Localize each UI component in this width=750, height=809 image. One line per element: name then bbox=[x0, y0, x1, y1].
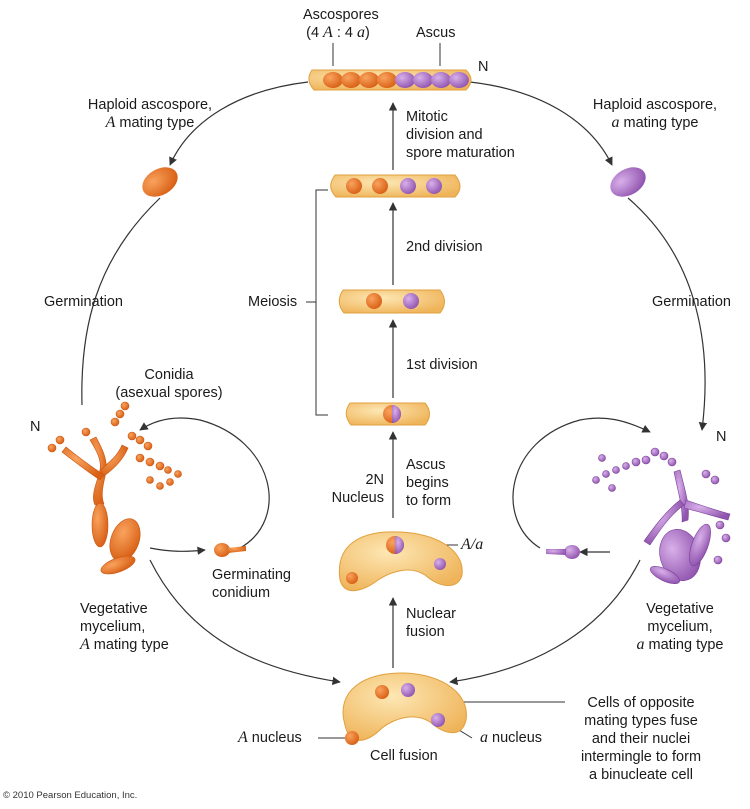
ascospore-A bbox=[323, 72, 343, 88]
cell-fusion-label: Cell fusion bbox=[370, 748, 438, 764]
a-nucleus-label: a nucleus bbox=[480, 729, 543, 746]
vegetative-mycelium-A-label: Vegetative mycelium, A mating type bbox=[80, 601, 169, 653]
meiosis-label: Meiosis bbox=[248, 294, 298, 310]
haploid-ascospore-A-label: Haploid ascospore, A mating type bbox=[87, 97, 213, 131]
first-division-label: 1st division bbox=[406, 357, 478, 373]
ascospore-A bbox=[359, 72, 379, 88]
haploid-ascospore-a bbox=[610, 167, 646, 197]
germination-left-label: Germination bbox=[44, 294, 123, 310]
meiosis-bracket bbox=[306, 189, 328, 416]
ascospore-a bbox=[395, 72, 415, 88]
ascus-four-nuclei bbox=[330, 174, 461, 198]
mycelium-A bbox=[47, 401, 182, 575]
vegetative-mycelium-a-label: Vegetative mycelium, a mating type bbox=[636, 601, 724, 653]
second-division-label: 2nd division bbox=[406, 239, 483, 255]
haploid-ascospore-A bbox=[142, 167, 178, 197]
nuclear-fusion-label: Nuclear fusion bbox=[406, 606, 456, 640]
germinating-conidium-a-shape bbox=[546, 545, 580, 559]
ascus-begins-label: Ascus begins to form bbox=[406, 457, 452, 509]
germinating-conidium-shape bbox=[214, 543, 246, 557]
A-nucleus-label: A nucleus bbox=[238, 729, 302, 746]
germination-right-label: Germination bbox=[652, 294, 731, 310]
ascus-two-nuclei bbox=[338, 289, 445, 314]
diploid-cell bbox=[338, 531, 463, 592]
ascospore-A bbox=[377, 72, 397, 88]
young-ascus bbox=[345, 402, 430, 426]
ascospores-label: Ascospores (4 A : 4 a) bbox=[303, 7, 379, 41]
conidia-label: Conidia (asexual spores) bbox=[115, 367, 223, 401]
mycelium-a bbox=[592, 447, 731, 584]
ploidy-n-left: N bbox=[30, 419, 41, 435]
leader-lines bbox=[318, 43, 565, 739]
ascospore-a bbox=[431, 72, 451, 88]
Aa-label: A/a bbox=[461, 536, 484, 553]
binucleate-cell bbox=[342, 672, 467, 745]
mitotic-division-label: Mitotic division and spore maturation bbox=[406, 109, 515, 161]
cells-opposite-label: Cells of opposite mating types fuse and … bbox=[580, 695, 702, 783]
ascospore-A bbox=[341, 72, 361, 88]
mature-ascus bbox=[308, 69, 472, 91]
ascospore-a bbox=[449, 72, 469, 88]
ploidy-n-top: N bbox=[478, 59, 489, 75]
ascus-label: Ascus bbox=[416, 25, 456, 41]
germinating-conidium-label: Germinating conidium bbox=[212, 567, 291, 601]
ploidy-n-right: N bbox=[716, 429, 727, 445]
diploid-nucleus-label: 2N Nucleus bbox=[331, 472, 384, 506]
haploid-ascospore-a-label: Haploid ascospore, a mating type bbox=[592, 97, 718, 131]
cycle-arrows bbox=[81, 81, 708, 686]
ascospore-a bbox=[413, 72, 433, 88]
copyright: © 2010 Pearson Education, Inc. bbox=[3, 790, 138, 801]
